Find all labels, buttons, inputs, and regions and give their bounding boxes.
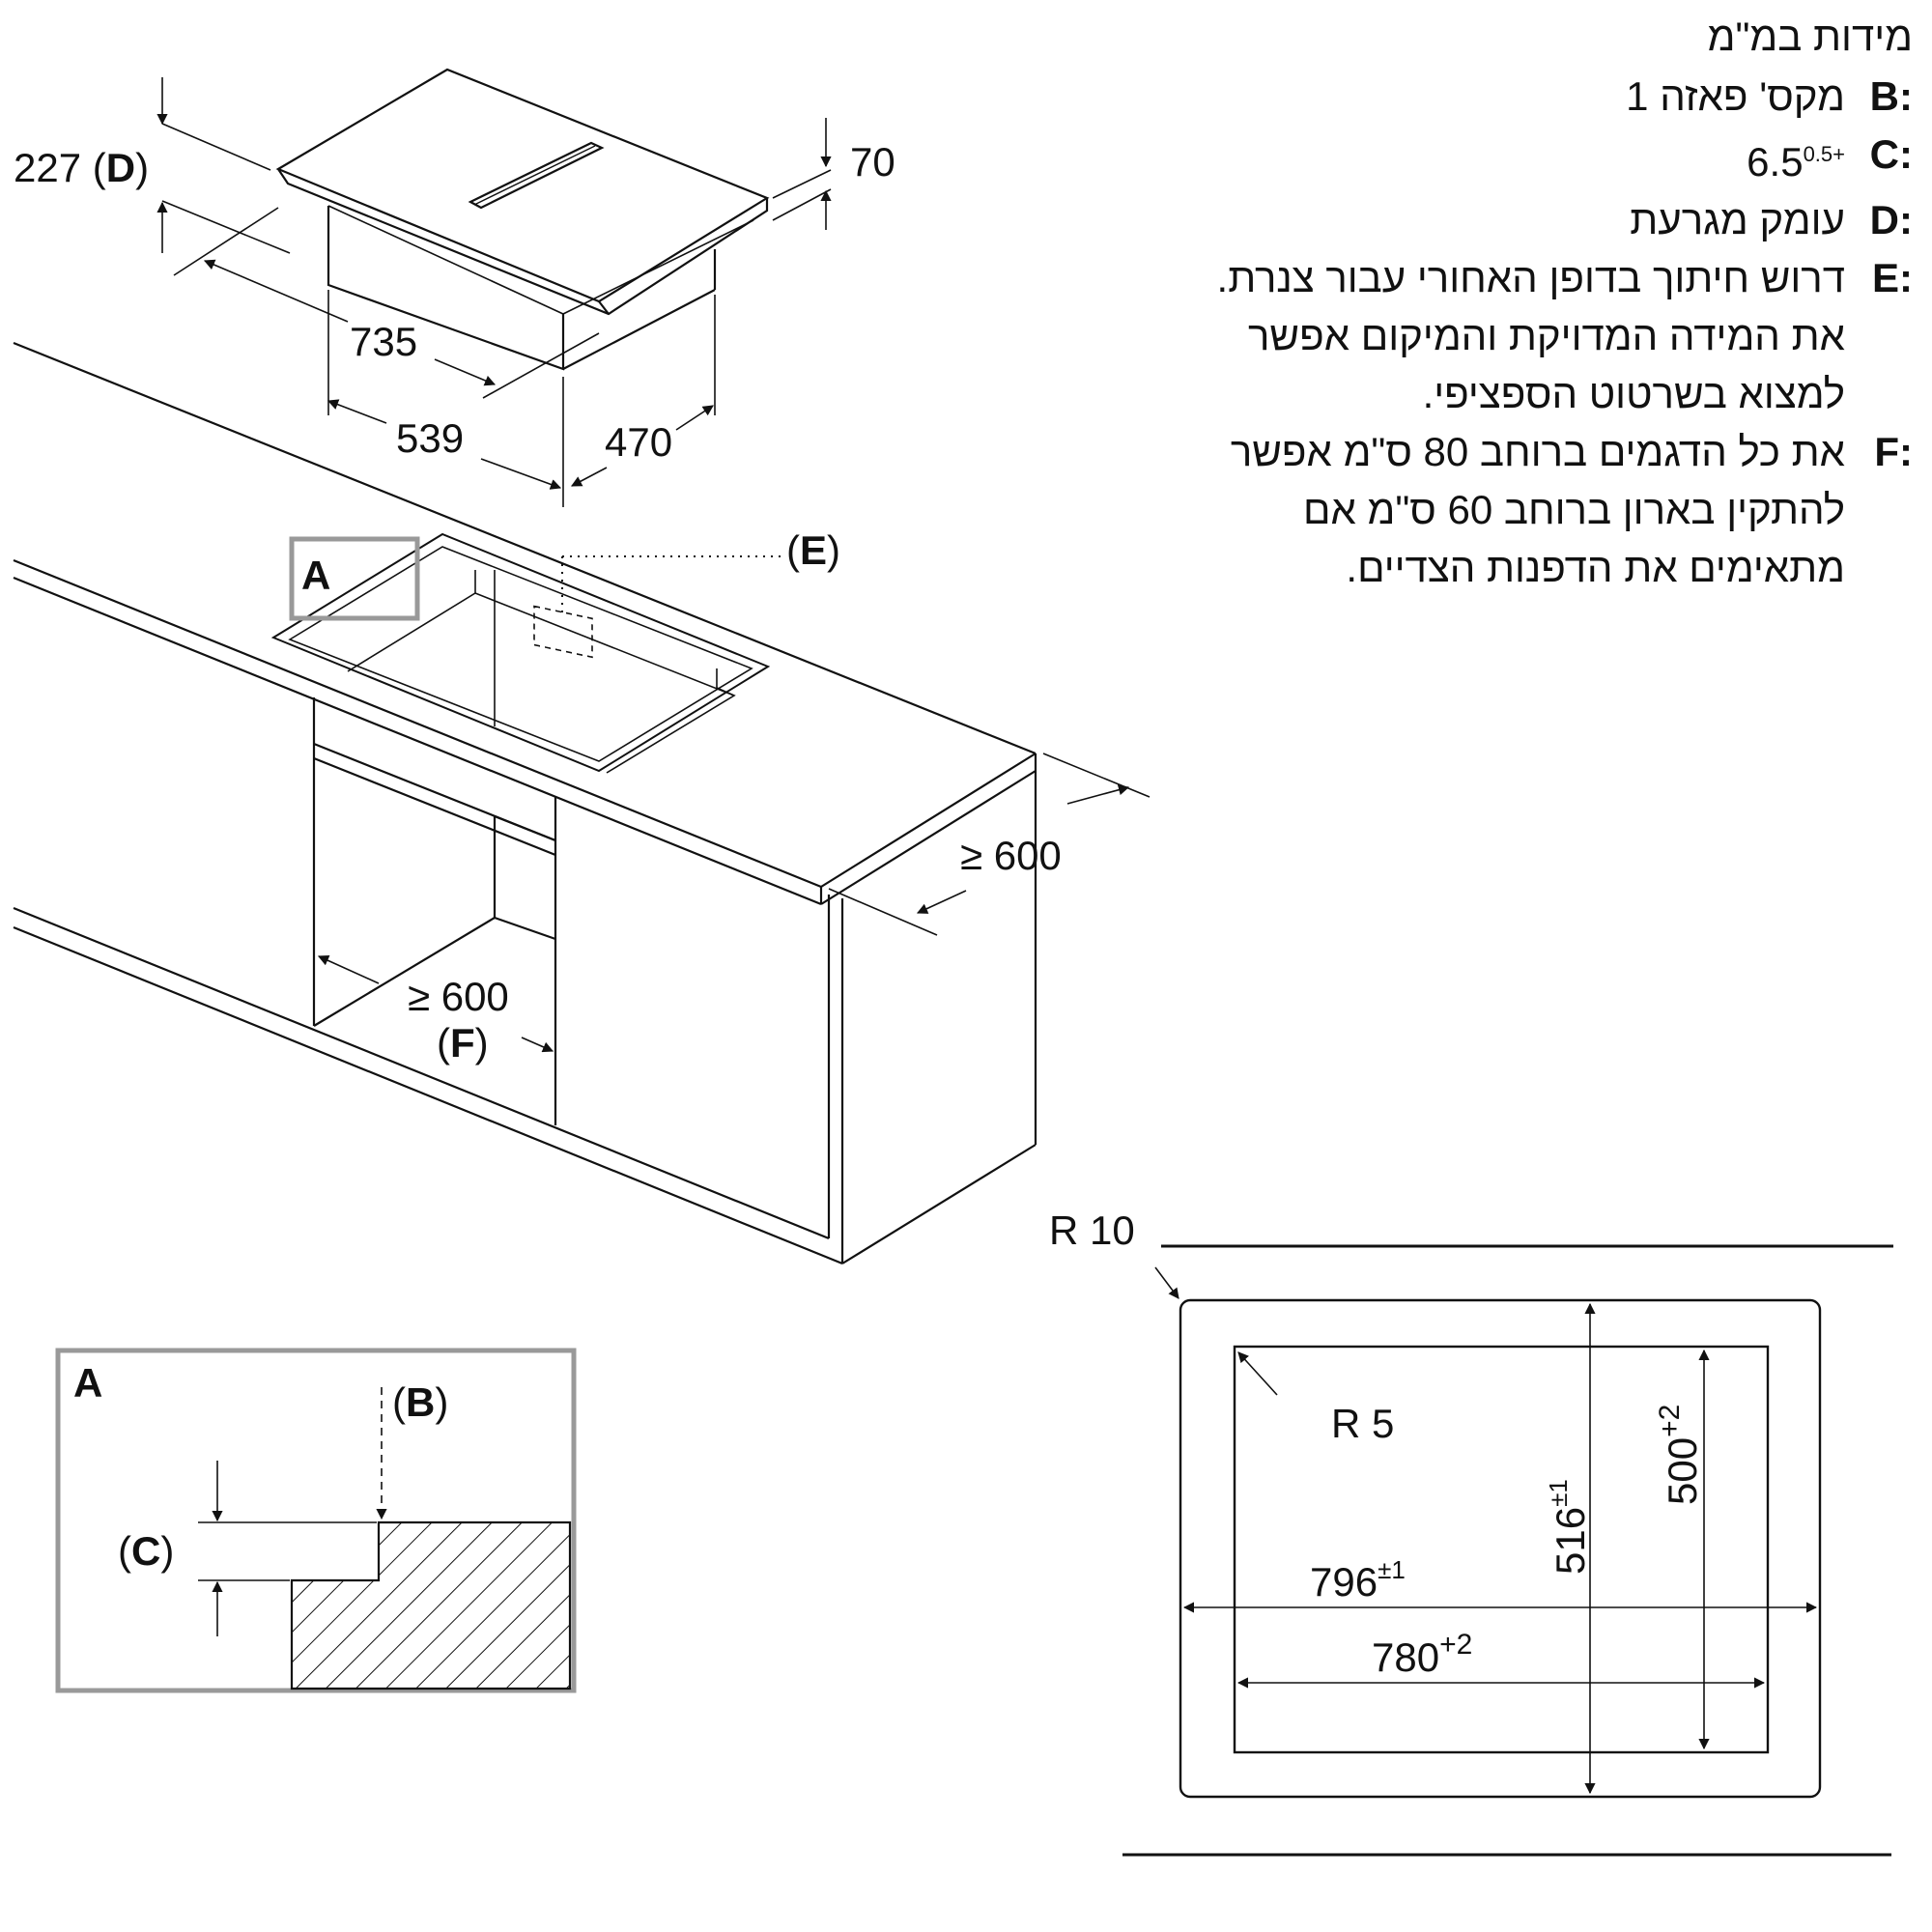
svg-text:780+2: 780+2 bbox=[1372, 1629, 1472, 1680]
legend-item-b: B: מקס' פאזה 1 bbox=[985, 68, 1913, 126]
pipe-open: ( bbox=[786, 527, 800, 573]
detail-c-open: ( bbox=[118, 1528, 131, 1574]
svg-text:516±1: 516±1 bbox=[1544, 1479, 1593, 1575]
legend-key-f: F: bbox=[1874, 429, 1913, 474]
detail-b-close: ) bbox=[435, 1379, 448, 1425]
cutout-plan bbox=[1122, 1244, 1893, 1857]
svg-text:(F): (F) bbox=[437, 1020, 489, 1065]
svg-text:500+2: 500+2 bbox=[1654, 1405, 1705, 1505]
cabinet-f-close: ) bbox=[475, 1020, 489, 1065]
svg-text:(E): (E) bbox=[786, 527, 840, 573]
legend-text-d: עומק מגרעת bbox=[1630, 197, 1845, 242]
inner-width-tolerance: +2 bbox=[1439, 1629, 1472, 1661]
hob-height-close: ) bbox=[135, 145, 149, 190]
hob-width-label: 539 bbox=[396, 415, 464, 461]
legend-key-c: C: bbox=[1869, 131, 1913, 177]
legend-item-c: C: 6.50.5+ bbox=[985, 126, 1913, 191]
legend-text-e-line3: למצוא בשרטוט הספציפי. bbox=[1422, 371, 1845, 416]
inner-width-value: 780 bbox=[1372, 1634, 1439, 1680]
svg-text:796±1: 796±1 bbox=[1310, 1555, 1406, 1605]
pipe-close: ) bbox=[827, 527, 840, 573]
detail-c-close: ) bbox=[160, 1528, 174, 1574]
hob-length-label: 735 bbox=[350, 319, 417, 364]
inner-height-tolerance: +2 bbox=[1654, 1405, 1686, 1437]
legend: מידות במ"מ B: מקס' פאזה 1 C: 6.50.5+ D: … bbox=[985, 0, 1913, 597]
legend-title: מידות במ"מ bbox=[1707, 14, 1913, 59]
legend-key-e: E: bbox=[1872, 255, 1913, 300]
worktop-cutout bbox=[270, 532, 771, 773]
detail-c-letter: C bbox=[131, 1528, 160, 1574]
pipe-letter: E bbox=[800, 527, 827, 573]
legend-key-d: D: bbox=[1869, 197, 1913, 242]
legend-key-b: B: bbox=[1869, 73, 1913, 119]
detail-a-marker bbox=[289, 536, 420, 621]
outer-height-tolerance: ±1 bbox=[1544, 1479, 1573, 1507]
worktop-section-hatch bbox=[290, 1520, 572, 1690]
legend-value-c: 6.5 bbox=[1747, 139, 1804, 185]
svg-text:227 (D): 227 (D) bbox=[14, 145, 149, 190]
hob-height-letter: D bbox=[106, 145, 135, 190]
legend-text-f-line1: את כל הדגמים ברוחב 80 ס"מ אפשר bbox=[1230, 429, 1845, 474]
worktop-depth-dimension bbox=[828, 753, 1151, 936]
cabinet-f-open: ( bbox=[437, 1020, 450, 1065]
detail-b-letter: B bbox=[406, 1379, 435, 1425]
outer-width-value: 796 bbox=[1310, 1559, 1378, 1605]
hob-thickness-label: 70 bbox=[850, 139, 895, 185]
legend-text-b: מקס' פאזה 1 bbox=[1626, 73, 1845, 119]
cutout-outer bbox=[1179, 1298, 1822, 1799]
outer-radius-label: R 10 bbox=[1049, 1208, 1135, 1253]
detail-a-title: A bbox=[73, 1360, 102, 1406]
cabinet-f-letter: F bbox=[450, 1020, 475, 1065]
hob-body bbox=[327, 206, 565, 371]
hob-dimensions bbox=[156, 77, 832, 507]
legend-text-e-line2: את המידה המדויקת והמיקום אפשר bbox=[1247, 313, 1845, 358]
svg-text:(B): (B) bbox=[392, 1379, 448, 1425]
hob-illustration bbox=[275, 68, 770, 371]
inner-radius-label: R 5 bbox=[1331, 1401, 1394, 1446]
legend-text-e-line1: דרוש חיתוך בדופן האחורי עבור צנרת. bbox=[1216, 255, 1845, 300]
pipe-cutout bbox=[533, 605, 593, 659]
outer-width-tolerance: ±1 bbox=[1378, 1555, 1406, 1584]
detail-a-panel bbox=[55, 1348, 577, 1693]
hob-depth-label: 470 bbox=[605, 419, 672, 465]
legend-text-f-line3: מתאימים את הדפנות הצדיים. bbox=[1346, 545, 1845, 590]
detail-b-open: ( bbox=[392, 1379, 406, 1425]
cutout-inner bbox=[1233, 1345, 1770, 1754]
cabinet-width-dimension bbox=[317, 955, 554, 1053]
worktop-depth-label: ≥ 600 bbox=[960, 833, 1062, 878]
countertop-illustration bbox=[13, 341, 1037, 1265]
legend-item-d: D: עומק מגרעת bbox=[985, 191, 1913, 249]
legend-text-f-line2: להתקין בארון ברוחב 60 ס"מ אם bbox=[1302, 487, 1845, 532]
inner-height-value: 500 bbox=[1660, 1437, 1705, 1505]
cabinet-width-label: ≥ 600 bbox=[408, 974, 509, 1019]
legend-tolerance-c: 0.5+ bbox=[1803, 142, 1845, 166]
legend-item-f: F: את כל הדגמים ברוחב 80 ס"מ אפשר להתקין… bbox=[985, 423, 1913, 597]
svg-text:(C): (C) bbox=[118, 1528, 174, 1574]
outer-height-value: 516 bbox=[1548, 1507, 1593, 1575]
legend-item-e: E: דרוש חיתוך בדופן האחורי עבור צנרת. את… bbox=[985, 249, 1913, 423]
detail-a-marker-label: A bbox=[301, 553, 330, 598]
hob-glass bbox=[275, 68, 770, 303]
hob-height-value: 227 ( bbox=[14, 145, 106, 190]
downdraft-slot bbox=[468, 141, 605, 210]
